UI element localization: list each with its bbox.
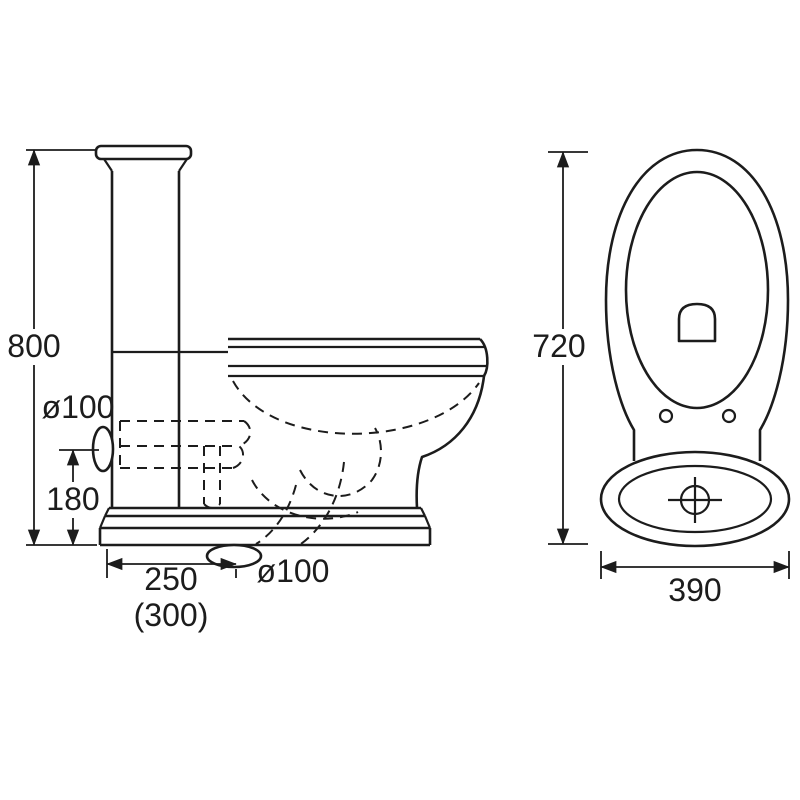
hidden-inlet-duct-end	[232, 420, 252, 469]
drain-cross	[668, 477, 722, 523]
hidden-trapway	[119, 380, 480, 547]
base-step-chamfer-2	[98, 515, 432, 529]
dim-250-label: 250	[144, 561, 197, 597]
dim-180-label: 180	[46, 481, 99, 517]
dim-390-label: 390	[668, 572, 721, 608]
bowl-profile	[415, 375, 486, 509]
outlet-diameter-label: ø100	[257, 553, 330, 589]
seat-opening	[624, 170, 770, 410]
cistern-body	[110, 171, 181, 508]
inlet-port	[91, 425, 115, 473]
hidden-trap-bend	[299, 427, 382, 497]
base-inner-outline	[617, 464, 773, 534]
dim-720-label-mask	[527, 329, 591, 365]
dimensions: 800 180 ø100 250 (300) ø100 720 390	[6, 149, 790, 633]
hidden-trap-lower	[251, 479, 359, 520]
dim-800-label-mask	[6, 329, 62, 365]
dim-800-label: 800	[7, 328, 60, 364]
bowl-top-outline-left	[604, 148, 698, 461]
inlet-diameter-label: ø100	[42, 389, 115, 425]
bowl-top-outline-right	[696, 148, 790, 461]
base-step-chamfer-1	[104, 507, 426, 517]
dim-720-label: 720	[532, 328, 585, 364]
flush-outlet	[677, 302, 717, 343]
dim-300-label: (300)	[134, 597, 209, 633]
hidden-bowl-interior	[232, 380, 480, 435]
bowl-rim-edge	[478, 338, 489, 377]
pedestal-base	[98, 506, 432, 547]
top-view	[599, 148, 791, 548]
dim-180-label-mask	[44, 482, 102, 518]
hidden-inlet-duct	[119, 420, 244, 469]
hinge-hole-right	[721, 408, 737, 424]
bowl-rim-bands	[228, 345, 487, 378]
side-view	[91, 144, 489, 569]
hinge-hole-left	[658, 408, 674, 424]
cistern-cap	[94, 144, 193, 161]
hidden-outlet-left	[255, 484, 297, 545]
base-foot	[98, 526, 432, 547]
cistern-neck	[103, 158, 188, 172]
hidden-flush-channel	[203, 446, 221, 509]
hidden-outlet-right	[297, 461, 345, 547]
